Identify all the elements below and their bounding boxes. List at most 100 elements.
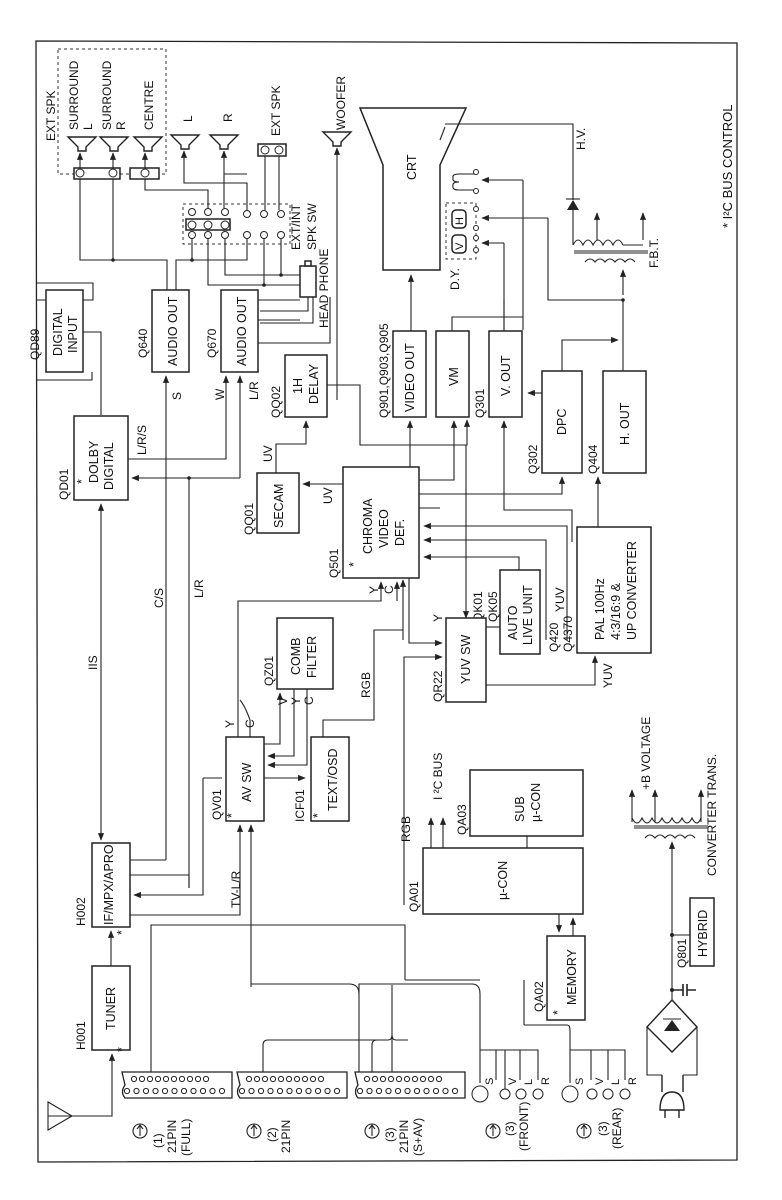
- signal-y-yuvsw: Y: [431, 614, 445, 622]
- svg-text:Q501: Q501: [327, 548, 341, 578]
- svg-text:TEXT/OSD: TEXT/OSD: [326, 748, 340, 811]
- svg-text:QA01: QA01: [407, 881, 421, 912]
- frame-border: [35, 40, 738, 1163]
- svg-text:PAL 100Hz: PAL 100Hz: [593, 578, 607, 640]
- block-chroma-video-def: Q501 * CHROMA VIDEO DEF.: [327, 466, 420, 579]
- headphone-jack: HEAD PHONE: [299, 249, 331, 328]
- input-arrow-icon: [132, 1123, 148, 1139]
- svg-text:(2): (2): [265, 1127, 279, 1142]
- jacks-front: S V L R: [471, 1077, 552, 1103]
- svg-text:(1): (1): [151, 1133, 165, 1148]
- b-voltage-label: +B VOLTAGE: [639, 717, 653, 790]
- signal-lrs: L/R/S: [135, 425, 149, 455]
- svg-text:D.Y.: D.Y.: [448, 268, 462, 290]
- svg-text:21PIN: 21PIN: [165, 1120, 179, 1153]
- svg-text:VIDEO: VIDEO: [377, 509, 391, 548]
- block-text-osd: ICF01 * TEXT/OSD: [293, 736, 350, 822]
- svg-text:µ-CON: µ-CON: [496, 861, 510, 900]
- block-if-mpx-apro: H002 IF/MPX/APRO *: [74, 842, 131, 935]
- input-arrow-icon: [576, 1123, 592, 1139]
- svg-text:V: V: [594, 1077, 606, 1085]
- input-arrow-icon: [364, 1123, 380, 1139]
- svg-text:*: *: [115, 1047, 129, 1052]
- svg-text:Q301: Q301: [473, 388, 487, 418]
- svg-text:*: *: [75, 479, 89, 484]
- svg-text:QK01: QK01: [471, 591, 485, 622]
- ext-spk-terminal: EXT SPK: [257, 86, 287, 157]
- i2c-bus-control-note: * I²C BUS CONTROL: [720, 104, 735, 228]
- svg-text:R: R: [221, 113, 235, 122]
- svg-text:*: *: [115, 930, 129, 935]
- block-auto-live-unit: QK01 QK05 AUTO LIVE UNIT: [471, 569, 541, 655]
- svg-text:Q670: Q670: [205, 328, 219, 358]
- hv-diode-icon: [567, 200, 579, 210]
- svg-text:MEMORY: MEMORY: [565, 948, 579, 1005]
- svg-text:(S+AV): (S+AV): [411, 1118, 425, 1156]
- block-dolby-digital: QD01 * DOLBY DIGITAL: [57, 415, 129, 501]
- converter-transformer: CONVERTER TRANS.: [628, 754, 719, 876]
- svg-text:L: L: [81, 123, 95, 130]
- svg-text:INPUT: INPUT: [66, 315, 80, 353]
- svg-text:(3): (3): [596, 1121, 610, 1136]
- bridge-rectifier-icon: [646, 992, 698, 1076]
- signal-c-comb: C: [302, 696, 316, 705]
- svg-text:CONVERTER TRANS.: CONVERTER TRANS.: [705, 754, 719, 876]
- block-comb-filter: QZ01 COMB FILTER: [262, 617, 334, 690]
- svg-text:ICF01: ICF01: [293, 789, 307, 822]
- block-digital-input: QD89 DIGITAL INPUT: [28, 289, 84, 373]
- svg-text:(REAR): (REAR): [610, 1108, 624, 1149]
- block-sub-ucon: QA03 SUB µ-CON: [455, 769, 584, 837]
- block-video-out: Q901,Q903,Q905 VIDEO OUT: [377, 323, 427, 418]
- svg-text:HEAD PHONE: HEAD PHONE: [317, 249, 331, 328]
- block-ucon: QA01 µ-CON: [407, 847, 584, 915]
- svg-text:(3): (3): [383, 1127, 397, 1142]
- svg-text:SECAM: SECAM: [272, 484, 286, 528]
- svg-text:Q404: Q404: [586, 444, 600, 474]
- signal-tv-lr: TV-L/R: [229, 870, 243, 908]
- svg-text:*: *: [551, 1010, 565, 1015]
- input-scart-1: (1) 21PIN (FULL): [132, 1119, 193, 1156]
- svg-text:CRT: CRT: [405, 154, 419, 180]
- svg-text:*: *: [225, 813, 239, 818]
- signal-v-comb: V: [276, 697, 290, 705]
- signal-hv: H.V.: [574, 128, 588, 150]
- svg-text:*: *: [347, 562, 361, 567]
- signal-y-avsw: Y: [223, 720, 237, 728]
- signal-uv-2: UV: [321, 487, 335, 504]
- svg-text:QV01: QV01: [210, 789, 224, 820]
- input-rear: (3) (REAR): [576, 1108, 624, 1149]
- signal-yuv-2: YUV: [601, 663, 615, 688]
- svg-text:H001: H001: [74, 1021, 88, 1050]
- block-yuv-sw: QR22 YUV SW: [431, 617, 487, 703]
- svg-text:EXT SPK: EXT SPK: [269, 86, 283, 136]
- svg-text:L: L: [181, 115, 195, 122]
- svg-text:EXT/INT: EXT/INT: [289, 203, 303, 250]
- svg-text:S: S: [574, 1078, 586, 1085]
- crt: CRT: [358, 107, 468, 271]
- speaker-surround-l: SURROUND L: [66, 60, 98, 152]
- speaker-icon: [132, 136, 164, 152]
- svg-text:V. OUT: V. OUT: [499, 355, 513, 396]
- block-secam: QQ01 SECAM: [242, 472, 300, 535]
- block-vm: VM: [435, 330, 470, 418]
- svg-text:DIGITAL: DIGITAL: [51, 308, 65, 356]
- signal-lr: L/R: [192, 579, 206, 598]
- signal-y-chroma: Y: [367, 586, 381, 594]
- speaker-icon: [208, 134, 240, 150]
- svg-text:FILTER: FILTER: [305, 636, 319, 678]
- svg-text:SPK SW: SPK SW: [305, 203, 319, 250]
- svg-text:AUDIO OUT: AUDIO OUT: [235, 296, 249, 366]
- svg-text:CHROMA: CHROMA: [361, 498, 375, 554]
- svg-text:WOOFER: WOOFER: [334, 76, 348, 130]
- svg-text:HYBRID: HYBRID: [696, 910, 710, 957]
- input-scart-2: (2) 21PIN: [246, 1120, 293, 1153]
- svg-text:(3): (3): [503, 1121, 517, 1136]
- svg-text:VM: VM: [447, 367, 461, 386]
- svg-text:TUNER: TUNER: [104, 987, 118, 1030]
- svg-text:YUV SW: YUV SW: [459, 634, 473, 684]
- speaker-surround-r: SURROUND R: [98, 60, 130, 152]
- block-h-out: Q404 H. OUT: [586, 370, 647, 474]
- svg-text:DPC: DPC: [555, 409, 569, 435]
- svg-text:DIGITAL: DIGITAL: [102, 442, 116, 490]
